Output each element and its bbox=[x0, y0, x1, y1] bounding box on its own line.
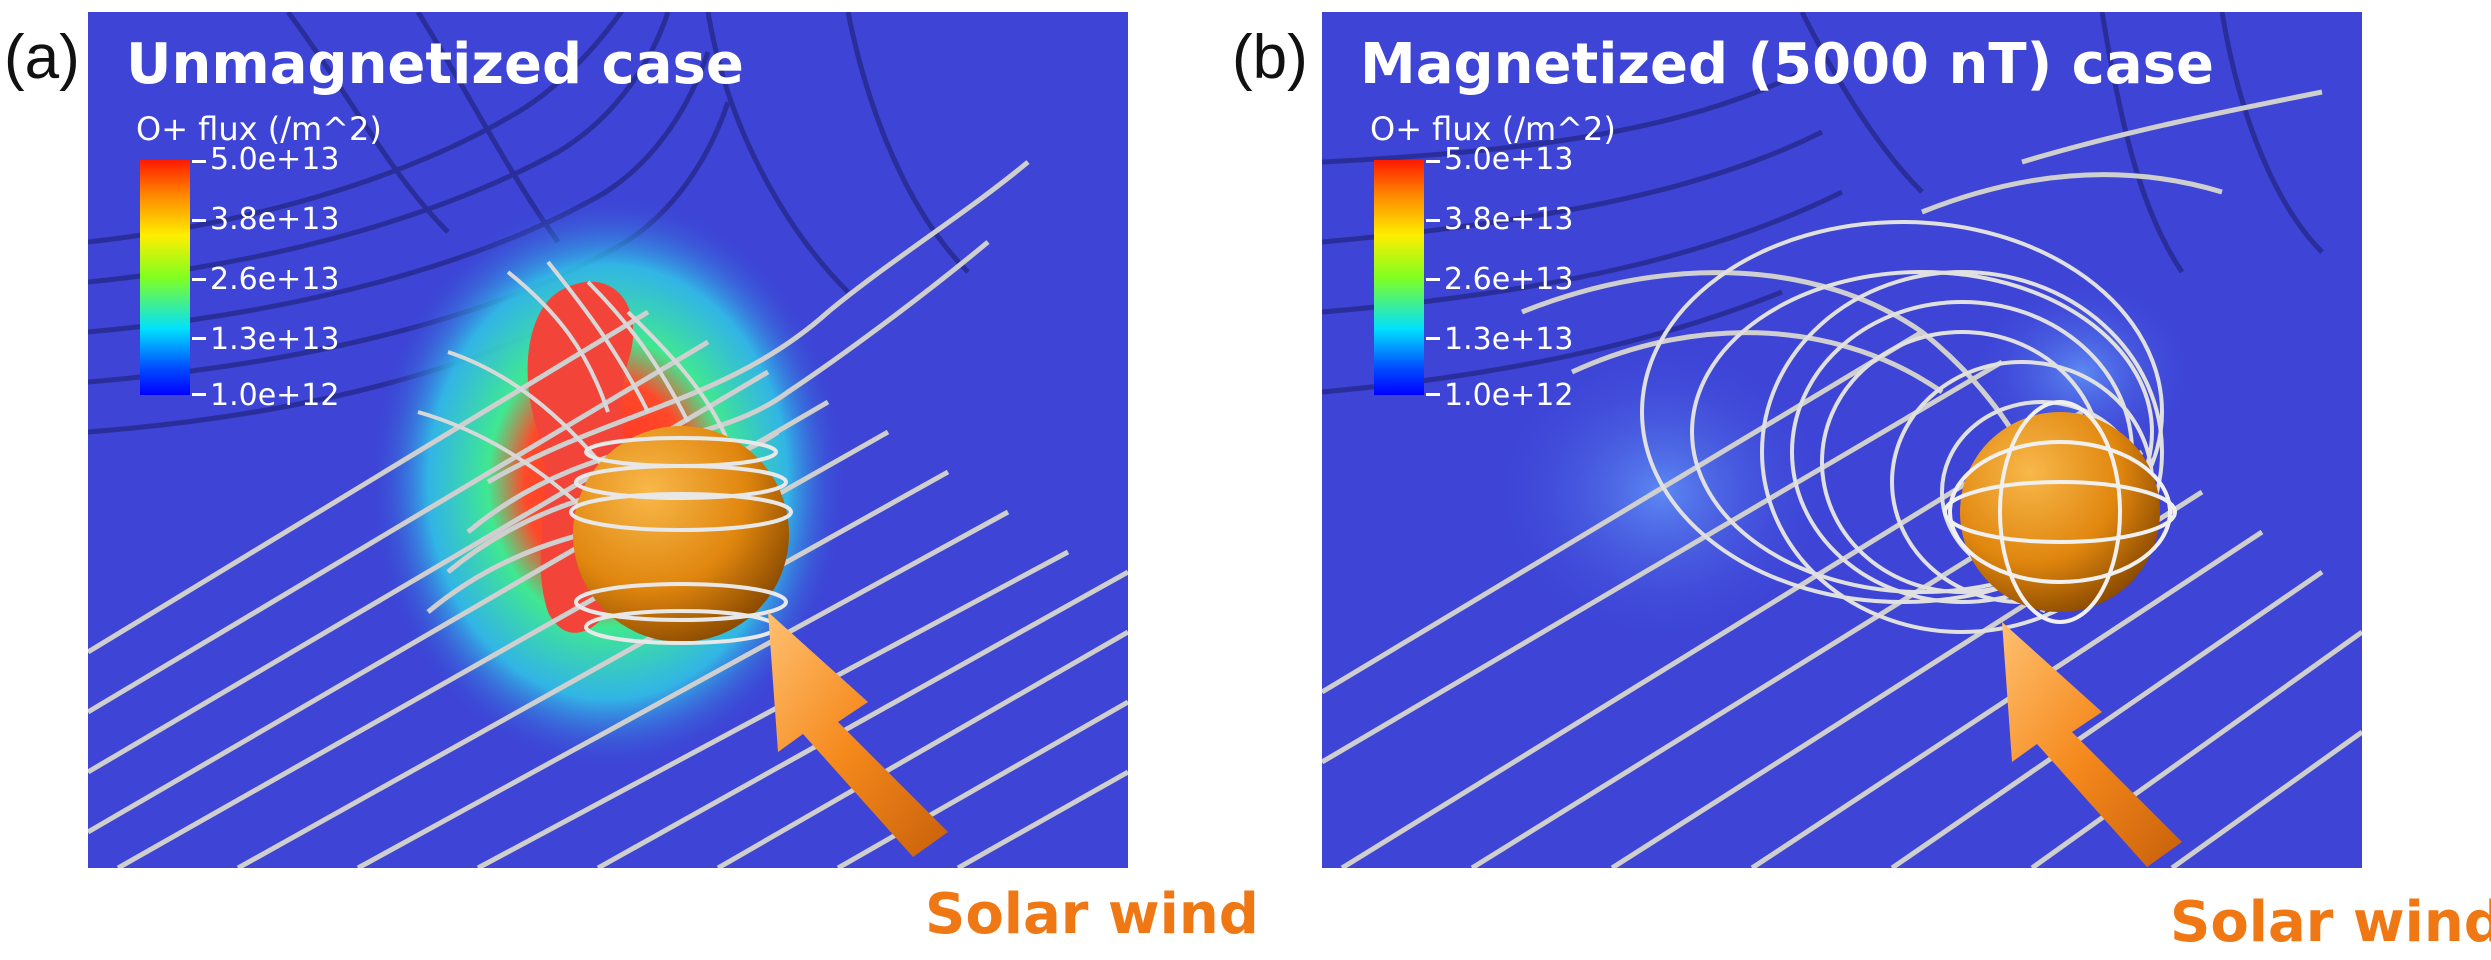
panel-a-plot bbox=[88, 12, 1128, 868]
panel-b-colorbar-tick-label: 3.8e+13 bbox=[1444, 202, 1574, 237]
panel-b-wrap-lines bbox=[1943, 400, 2177, 624]
panel-a-colorbar-tick-label: 1.0e+12 bbox=[210, 378, 340, 413]
panel-a-colorbar-tick-label: 3.8e+13 bbox=[210, 202, 340, 237]
panel-a-colorbar-tick bbox=[192, 219, 206, 222]
panel-b-colorbar-tick-label: 1.0e+12 bbox=[1444, 378, 1574, 413]
panel-a-colorbar-tick bbox=[192, 337, 206, 340]
panel-b-title: Magnetized (5000 nT) case bbox=[1360, 32, 2214, 97]
panel-b: Magnetized (5000 nT) case O+ flux (/m^2)… bbox=[1322, 12, 2362, 868]
panel-b-colorbar-tick bbox=[1426, 337, 1440, 340]
panel-a-colorbar-tick-label: 1.3e+13 bbox=[210, 322, 340, 357]
panel-a-label: (a) bbox=[4, 23, 80, 92]
panel-b-colorbar-tick bbox=[1426, 219, 1440, 222]
panel-a-title: Unmagnetized case bbox=[126, 32, 744, 97]
panel-b-colorbar-tick-label: 1.3e+13 bbox=[1444, 322, 1574, 357]
panel-a-colorbar-tick-label: 2.6e+13 bbox=[210, 262, 340, 297]
panel-b-colorbar-tick-label: 2.6e+13 bbox=[1444, 262, 1574, 297]
panel-b-label: (b) bbox=[1232, 23, 1308, 92]
panel-b-loops bbox=[1640, 220, 2164, 634]
panel-a-colorbar-tick bbox=[192, 278, 206, 281]
panel-b-solar-wind-label: Solar wind bbox=[2170, 890, 2491, 955]
panel-b-solar-wind-arrow bbox=[2002, 622, 2182, 867]
panel-a: Unmagnetized case O+ flux (/m^2) 5.0e+13… bbox=[88, 12, 1128, 868]
panel-a-colorbar-tick bbox=[192, 160, 206, 163]
panel-b-colorbar-tick-label: 5.0e+13 bbox=[1444, 142, 1574, 177]
panel-b-colorbar-tick bbox=[1426, 160, 1440, 163]
panel-a-colorbar-tick-label: 5.0e+13 bbox=[210, 142, 340, 177]
panel-b-flux-region bbox=[1482, 332, 1842, 652]
panel-b-planet bbox=[1960, 412, 2160, 612]
panel-b-colorbar-title: O+ flux (/m^2) bbox=[1370, 110, 1616, 148]
panel-b-plot bbox=[1322, 12, 2362, 868]
panel-a-solar-wind-arrow bbox=[768, 612, 948, 857]
panel-b-upper-streamlines bbox=[1322, 12, 2324, 395]
panel-a-colorbar-tick bbox=[192, 393, 206, 396]
panel-b-colorbar-tick bbox=[1426, 393, 1440, 396]
panel-a-colorbar bbox=[140, 160, 190, 395]
panel-a-colorbar-title: O+ flux (/m^2) bbox=[136, 110, 382, 148]
panel-b-colorbar bbox=[1374, 160, 1424, 395]
panel-a-solar-wind-label: Solar wind bbox=[925, 882, 1259, 947]
panel-b-colorbar-tick bbox=[1426, 278, 1440, 281]
